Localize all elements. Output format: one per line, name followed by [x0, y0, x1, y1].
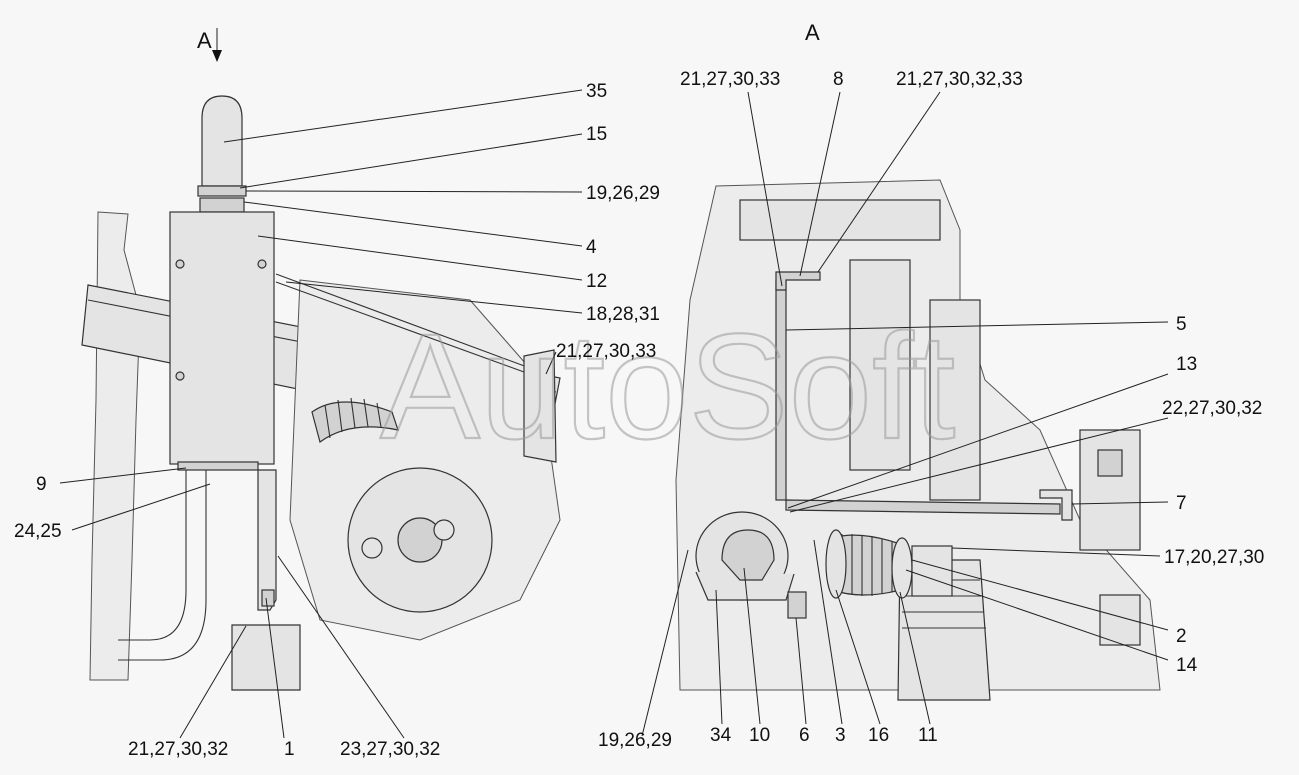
right-leaders [641, 91, 1169, 737]
flywheel-bolt-2 [433, 519, 455, 541]
callout-17-20-27-30: 17,20,27,30 [1164, 547, 1264, 568]
rod-bracket [523, 349, 557, 463]
junction-box [1097, 449, 1123, 477]
clamp-upper [197, 185, 247, 197]
callout-15: 15 [586, 124, 607, 145]
callout-10: 10 [749, 725, 770, 746]
air-cleaner-housing [169, 211, 275, 465]
callout-19-26-29-bottom: 19,26,29 [598, 730, 672, 751]
turbo-inlet [911, 545, 953, 597]
hose-ribs-left [324, 397, 382, 439]
left-leaders [59, 89, 583, 739]
left-view-arrow-label: A [197, 28, 212, 53]
callout-12: 12 [586, 271, 607, 292]
corrugated-hose-left [311, 401, 399, 444]
view-arrow-head [212, 50, 222, 62]
bracket-clamp [261, 589, 275, 607]
callout-7: 7 [1176, 493, 1187, 514]
left-view: A [59, 28, 583, 739]
rain-cap [201, 95, 243, 187]
left-callout-labels: 35 15 19,26,29 4 12 18,28,31 21,27,30,33… [14, 81, 660, 760]
callout-34: 34 [710, 725, 732, 746]
tie-rod [275, 273, 547, 375]
callout-8: 8 [833, 69, 844, 90]
drain-valve [787, 591, 807, 619]
flywheel-bolt-1 [361, 537, 383, 559]
callout-11: 11 [918, 725, 938, 746]
callout-21-27-30-33-right: 21,27,30,33 [680, 69, 780, 90]
engine-top-block [739, 199, 941, 241]
callout-21-27-30-33-left: 21,27,30,33 [556, 341, 656, 362]
support-bracket [257, 469, 277, 611]
callout-18-28-31: 18,28,31 [586, 304, 660, 325]
callout-35: 35 [586, 81, 607, 102]
callout-22-27-30-32: 22,27,30,32 [1162, 398, 1262, 419]
housing-bottom-band [177, 461, 259, 471]
callout-2: 2 [1176, 626, 1187, 647]
left-pipe [118, 470, 187, 641]
engine-right-block [1079, 429, 1141, 551]
callout-23-27-30-32: 23,27,30,32 [340, 739, 440, 760]
cab-frame-left [89, 211, 141, 681]
right-fitting [1099, 594, 1141, 646]
right-view-label: A [805, 20, 820, 45]
clamp-lower [199, 197, 245, 213]
housing-bolt-2 [257, 259, 267, 269]
pipe-top-bend [775, 271, 821, 291]
callout-5: 5 [1176, 314, 1187, 335]
callout-6: 6 [799, 725, 810, 746]
cyclone-hood [721, 529, 775, 581]
hose-clamp-right [891, 537, 913, 599]
callout-24-25: 24,25 [14, 521, 62, 542]
bracket-base [231, 624, 301, 691]
callout-21-27-30-32-33: 21,27,30,32,33 [896, 69, 1023, 90]
horizontal-pipe [785, 499, 1061, 515]
housing-bolt-1 [175, 259, 185, 269]
callout-1: 1 [284, 739, 295, 760]
right-view: A [641, 20, 1169, 737]
callout-3: 3 [835, 725, 846, 746]
callout-19-26-29-top: 19,26,29 [586, 183, 660, 204]
pipe-7-bracket [1039, 489, 1073, 521]
watermark: AutoSoft [380, 302, 955, 470]
left-pipe-2 [118, 470, 207, 661]
callout-9: 9 [36, 474, 47, 495]
housing-bolt-3 [175, 371, 185, 381]
hose-clamp-left [825, 529, 847, 599]
tie-rod-lower [275, 281, 547, 381]
engine-mid-block [849, 259, 911, 471]
callout-4: 4 [586, 237, 597, 258]
callout-14: 14 [1176, 655, 1198, 676]
callout-21-27-30-32-bottom: 21,27,30,32 [128, 739, 228, 760]
right-callout-labels: 21,27,30,33 8 21,27,30,32,33 5 13 22,27,… [598, 69, 1264, 751]
callout-16: 16 [868, 725, 889, 746]
callout-13: 13 [1176, 354, 1197, 375]
